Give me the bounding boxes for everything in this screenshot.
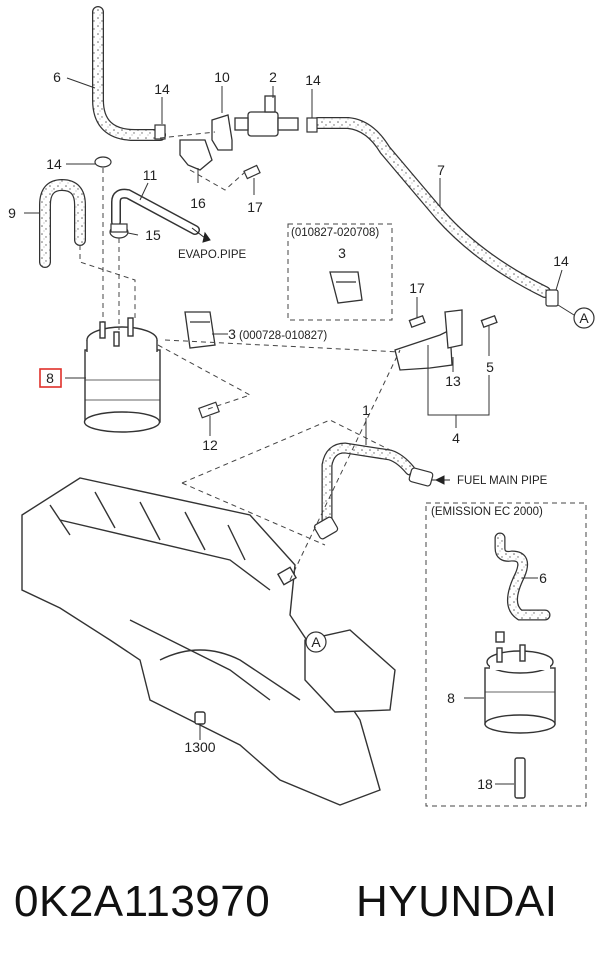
hose-6-emission bbox=[494, 532, 551, 621]
callout-5: 5 bbox=[486, 359, 494, 375]
purge-valve-2 bbox=[234, 95, 299, 137]
callout-14: 14 bbox=[154, 81, 170, 97]
note-range-top: (010827-020708) bbox=[291, 227, 379, 239]
part-number: 0K2A113970 bbox=[14, 877, 271, 926]
callout-9: 9 bbox=[8, 205, 16, 221]
callout-14: 14 bbox=[46, 156, 62, 172]
clamp-14-right bbox=[545, 289, 559, 307]
callout-1300: 1300 bbox=[184, 739, 215, 755]
callout-18: 18 bbox=[477, 776, 493, 792]
hose-6 bbox=[92, 6, 166, 141]
callout-13: 13 bbox=[445, 373, 461, 389]
bolt-12 bbox=[198, 401, 220, 419]
dashed-leaders bbox=[79, 131, 401, 581]
note-evapo-pipe: EVAPO.PIPE bbox=[178, 249, 247, 261]
canister-8-emission bbox=[484, 631, 556, 799]
callout-17: 17 bbox=[409, 280, 425, 296]
marker-a-leader bbox=[557, 304, 575, 316]
bracket-16 bbox=[179, 139, 213, 171]
bracket-3-top bbox=[329, 271, 363, 304]
emission-box bbox=[425, 502, 587, 807]
clamp-14-top bbox=[94, 117, 318, 168]
callout-11: 11 bbox=[143, 167, 158, 183]
note-range-side: (000728-010827) bbox=[239, 330, 327, 342]
callout-2: 2 bbox=[269, 69, 277, 85]
brand-name: HYUNDAI bbox=[356, 877, 558, 926]
bracket-assembly-4 bbox=[394, 309, 498, 371]
bracket-3-side bbox=[184, 311, 216, 349]
callout-6: 6 bbox=[539, 570, 547, 586]
callout-8-highlighted: 8 bbox=[46, 370, 54, 386]
callout-labels: 6 14 10 2 14 14 7 11 16 17 9 15 3 14 17 … bbox=[8, 69, 569, 792]
intake-manifold bbox=[21, 477, 396, 806]
bracket-10 bbox=[211, 114, 233, 151]
callout-3: 3 bbox=[228, 326, 236, 342]
marker-a-2: A bbox=[311, 634, 321, 650]
callout-15: 15 bbox=[145, 227, 161, 243]
callout-1: 1 bbox=[362, 402, 370, 418]
hose-7 bbox=[312, 117, 551, 298]
callout-14: 14 bbox=[305, 72, 321, 88]
connector-1 bbox=[313, 467, 434, 540]
exploded-parts-diagram: A A 6 14 10 2 14 14 7 11 16 17 9 15 3 14… bbox=[8, 6, 595, 807]
marker-a-icon bbox=[305, 307, 595, 653]
callout-8: 8 bbox=[447, 690, 455, 706]
hose-9 bbox=[39, 178, 86, 268]
callout-6: 6 bbox=[53, 69, 61, 85]
range-box-top bbox=[287, 223, 393, 321]
leader-lines bbox=[24, 77, 563, 785]
note-emission: (EMISSION EC 2000) bbox=[431, 506, 543, 518]
hose-1 bbox=[321, 442, 416, 536]
marker-a-1: A bbox=[579, 310, 589, 326]
callout-4: 4 bbox=[452, 430, 460, 446]
canister-8 bbox=[83, 317, 161, 433]
caption: 0K2A113970 HYUNDAI bbox=[0, 872, 600, 942]
arrow-icons bbox=[191, 227, 450, 485]
callout-10: 10 bbox=[214, 69, 230, 85]
callout-14: 14 bbox=[553, 253, 569, 269]
grommet-15 bbox=[109, 223, 129, 239]
highlight-box bbox=[39, 368, 62, 388]
pipe-11 bbox=[111, 188, 200, 235]
callout-3: 3 bbox=[338, 245, 346, 261]
callout-12: 12 bbox=[202, 437, 218, 453]
note-fuel-main-pipe: FUEL MAIN PIPE bbox=[457, 475, 548, 487]
callout-16: 16 bbox=[190, 195, 206, 211]
bolt-17-top bbox=[243, 164, 261, 180]
callout-7: 7 bbox=[437, 162, 445, 178]
callout-17: 17 bbox=[247, 199, 263, 215]
